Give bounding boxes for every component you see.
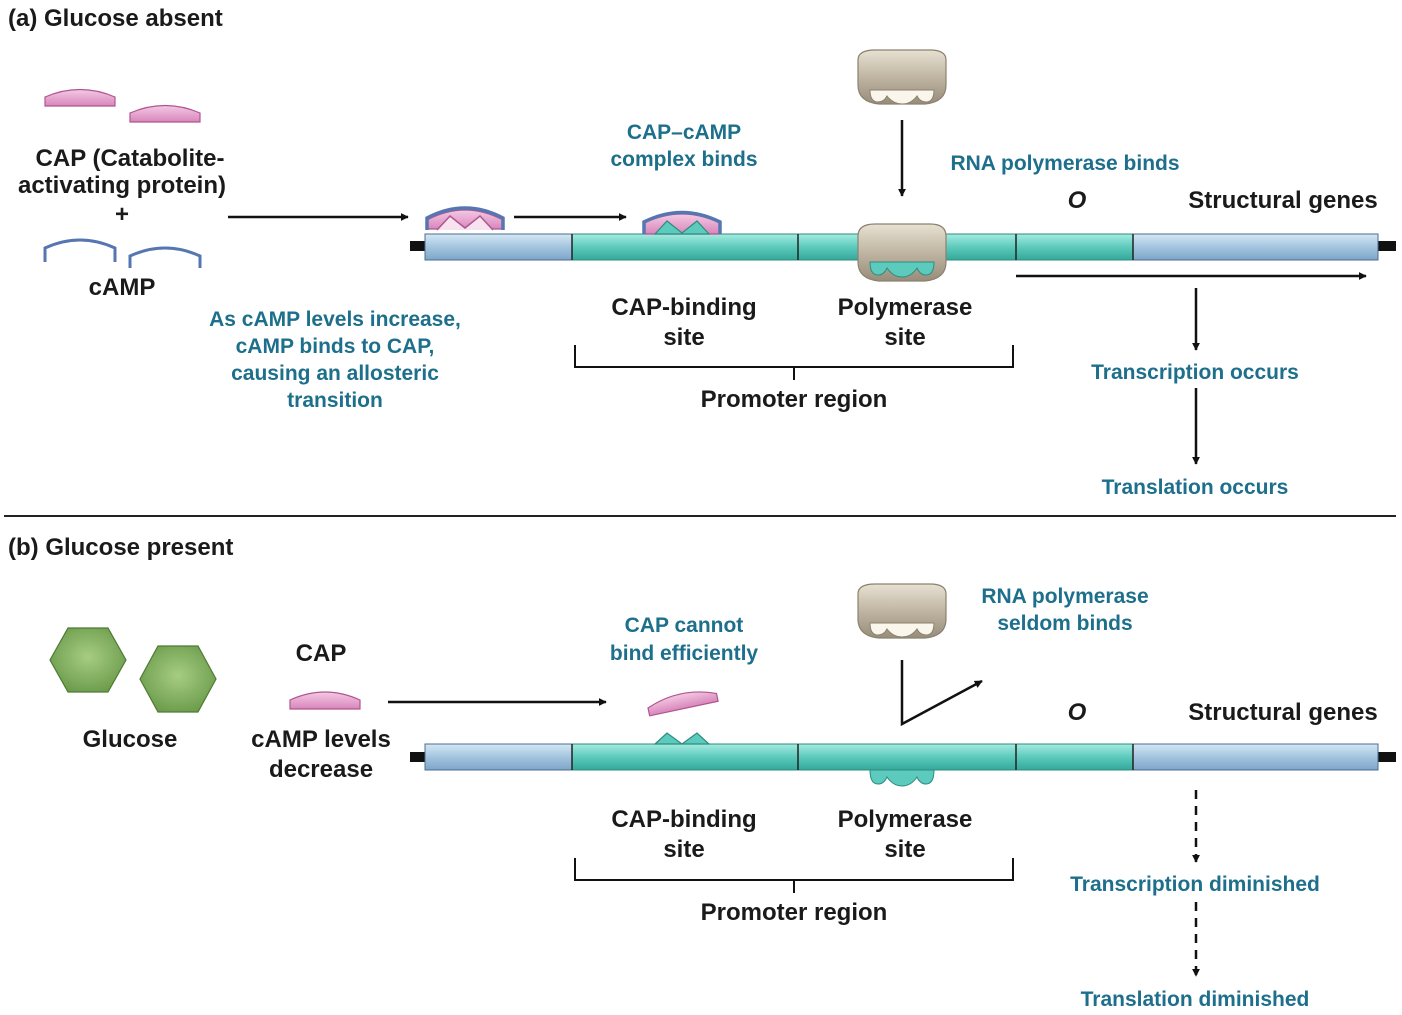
cap-label: CAP: [296, 640, 347, 667]
panel-a-title: (a) Glucose absent: [8, 5, 223, 32]
cap-protein-icon: [289, 691, 361, 710]
rna-seldom-line2: seldom binds: [997, 612, 1132, 635]
deflected-arrow: [900, 660, 983, 727]
bound-polymerase-icon: [857, 223, 947, 282]
camp-label: cAMP: [89, 274, 156, 301]
camp-icon: [43, 238, 117, 262]
note-line2: cAMP binds to CAP,: [236, 335, 435, 358]
glucose-icon: [49, 627, 127, 693]
translation-occurs: Translation occurs: [1102, 476, 1289, 499]
pol-site-line2: site: [884, 836, 925, 863]
camp-decrease-line1: cAMP levels: [251, 726, 391, 753]
cap-label-line2: activating protein): [18, 172, 226, 199]
rna-polymerase-icon: [857, 49, 947, 105]
pol-site-line1: Polymerase: [838, 294, 973, 321]
note-line3: causing an allosteric: [231, 362, 439, 385]
camp-decrease-line2: decrease: [269, 756, 373, 783]
translation-diminished: Translation diminished: [1081, 988, 1310, 1011]
promoter-bracket: [574, 345, 1014, 380]
glucose-icon: [139, 645, 217, 713]
panel-b-title: (b) Glucose present: [8, 534, 233, 561]
bound-cap-camp-icon: [642, 210, 722, 235]
rna-seldom-line1: RNA polymerase: [981, 585, 1148, 608]
promoter-label: Promoter region: [701, 386, 888, 413]
transcription-occurs: Transcription occurs: [1091, 361, 1299, 384]
cap-protein-icon: [44, 88, 116, 107]
unbound-cap-icon: [647, 691, 719, 717]
promoter-label: Promoter region: [701, 899, 888, 926]
cap-site-line1: CAP-binding: [611, 294, 756, 321]
panel-b: (b) Glucose present Glucose CAP cAMP lev…: [8, 534, 1396, 1011]
cap-cannot-line1: CAP cannot: [625, 614, 744, 637]
cap-site-line2: site: [663, 324, 704, 351]
pol-site-line2: site: [884, 324, 925, 351]
structural-genes-label: Structural genes: [1188, 699, 1377, 726]
complex-binds-line2: complex binds: [610, 148, 757, 171]
panel-a: (a) Glucose absent CAP (Catabolite- acti…: [8, 5, 1396, 499]
transcription-diminished: Transcription diminished: [1070, 873, 1320, 896]
operator-label: O: [1068, 187, 1087, 214]
cap-protein-icon: [129, 104, 201, 123]
pol-site-line1: Polymerase: [838, 806, 973, 833]
rna-polymerase-icon: [857, 583, 947, 639]
operator-label: O: [1068, 699, 1087, 726]
cap-site-line1: CAP-binding: [611, 806, 756, 833]
cap-cannot-line2: bind efficiently: [610, 642, 759, 665]
camp-icon: [128, 246, 202, 268]
cap-site-line2: site: [663, 836, 704, 863]
glucose-label: Glucose: [83, 726, 178, 753]
dna-strand: [410, 732, 1396, 787]
structural-genes-label: Structural genes: [1188, 187, 1377, 214]
note-line4: transition: [287, 389, 383, 412]
promoter-bracket: [574, 858, 1014, 893]
cap-camp-complex-icon: [425, 206, 505, 231]
complex-binds-line1: CAP–cAMP: [627, 121, 741, 144]
note-line1: As cAMP levels increase,: [209, 308, 461, 331]
rna-binds-label: RNA polymerase binds: [950, 152, 1179, 175]
plus-sign: +: [115, 201, 129, 228]
cap-label-line1: CAP (Catabolite-: [36, 145, 225, 172]
